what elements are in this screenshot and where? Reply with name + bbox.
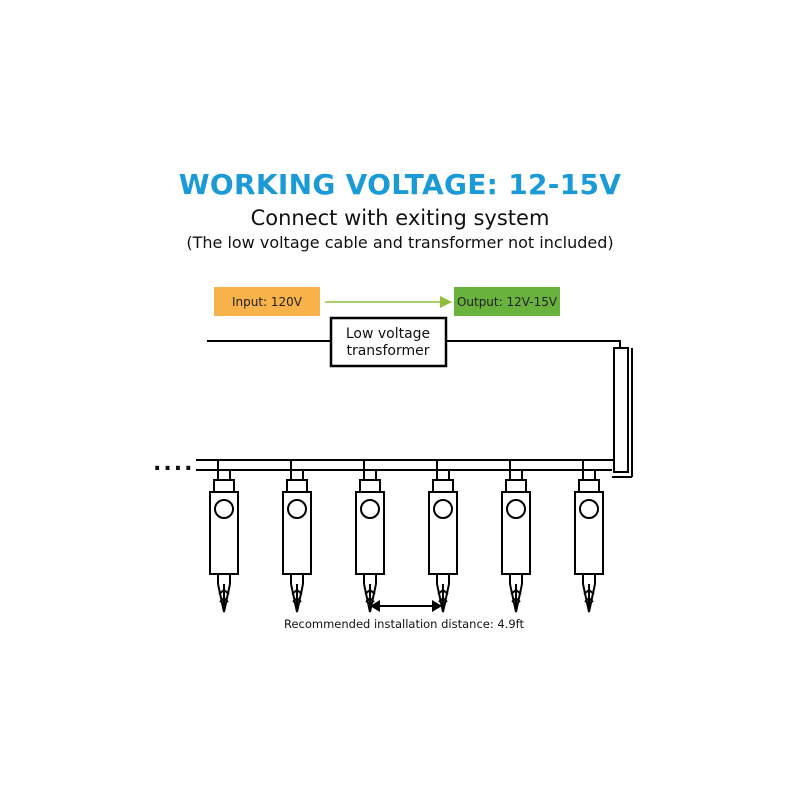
distance-arrow-left (370, 600, 380, 612)
stake-barb (510, 588, 522, 595)
stake-barb (437, 588, 449, 595)
output-label-box (454, 287, 560, 316)
page-title: WORKING VOLTAGE: 12-15V (178, 168, 622, 201)
stake-barb (583, 588, 595, 595)
cable-junction-cap (613, 347, 629, 473)
light-lens (360, 499, 380, 519)
distance-label: Recommended installation distance: 4.9ft (284, 617, 525, 631)
light-lens (579, 499, 599, 519)
light-lens (433, 499, 453, 519)
continuation-dots: .... (153, 451, 194, 476)
distance-arrow-right (432, 600, 442, 612)
light-connector (359, 479, 381, 493)
light-connector (505, 479, 527, 493)
light-connector (286, 479, 308, 493)
transformer-label-line1: Low voltage (346, 326, 430, 342)
subtitle: Connect with exiting system (250, 206, 550, 230)
input-label-box (214, 287, 320, 316)
light-lens (287, 499, 307, 519)
stake-barb (218, 588, 230, 595)
stake-barb (365, 596, 375, 603)
stake-barb (219, 596, 229, 603)
light-connector (213, 479, 235, 493)
transformer-box (329, 316, 448, 368)
arrow-head (440, 296, 452, 308)
stake-barb (511, 596, 521, 603)
stake-barb (292, 596, 302, 603)
light-connector (578, 479, 600, 493)
note: (The low voltage cable and transformer n… (186, 233, 614, 252)
input-label: Input: 120V (232, 295, 303, 309)
stake-barb (291, 588, 303, 595)
light-lens (506, 499, 526, 519)
stake-barb (364, 588, 376, 595)
transformer-label-line2: transformer (346, 343, 429, 359)
light-connector (432, 479, 454, 493)
stake-barb (584, 596, 594, 603)
stake-barb (438, 596, 448, 603)
light-lens (214, 499, 234, 519)
output-label: Output: 12V-15V (457, 295, 558, 309)
light-fixtures (209, 459, 604, 613)
